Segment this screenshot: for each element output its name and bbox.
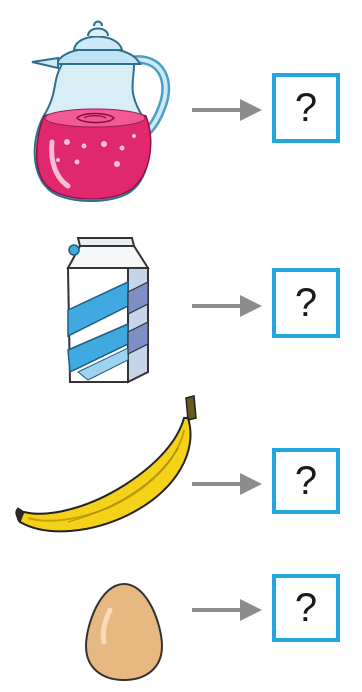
banana-icon xyxy=(8,390,200,540)
arrow-icon xyxy=(190,96,264,124)
item-row-egg: ? xyxy=(0,560,362,692)
item-row-banana: ? xyxy=(0,390,362,550)
egg-icon xyxy=(82,580,166,684)
arrow-icon xyxy=(190,292,264,320)
milk-carton-icon xyxy=(58,232,158,392)
arrow-icon xyxy=(190,470,264,498)
answer-box[interactable]: ? xyxy=(272,73,340,143)
item-row-pitcher: ? xyxy=(0,0,362,220)
answer-box[interactable]: ? xyxy=(272,574,340,642)
item-row-milk-carton: ? xyxy=(0,220,362,390)
answer-box[interactable]: ? xyxy=(272,448,340,514)
arrow-icon xyxy=(190,596,264,624)
pitcher-of-juice-icon xyxy=(22,12,172,202)
answer-box[interactable]: ? xyxy=(272,268,340,338)
